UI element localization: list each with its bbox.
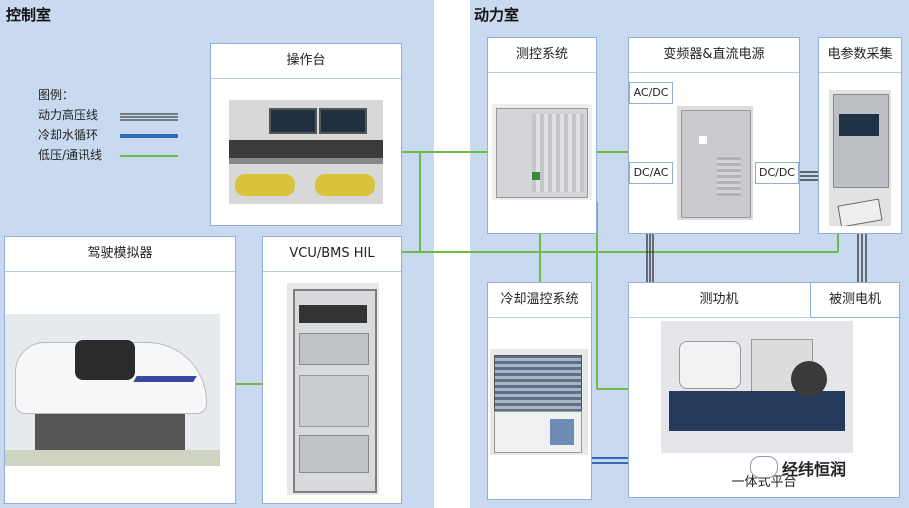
console-photo — [229, 100, 383, 204]
measurement-control-photo — [492, 104, 592, 200]
hil-card: VCU/BMS HIL — [262, 236, 402, 504]
cooling-control-label: 冷却温控系统 — [488, 283, 591, 318]
dynamometer-card: 测功机 一体式平台 — [628, 282, 900, 498]
motor-under-test-label: 被测电机 — [811, 283, 899, 317]
power-room-title: 动力室 — [474, 6, 520, 24]
electrical-param-card: 电参数采集 — [818, 37, 902, 234]
driving-simulator-label: 驾驶模拟器 — [5, 237, 235, 272]
electrical-param-label: 电参数采集 — [819, 38, 901, 73]
driving-simulator-photo — [5, 314, 220, 466]
legend-swatches — [120, 113, 178, 157]
electrical-param-photo — [829, 90, 891, 226]
cooling-control-card: 冷却温控系统 — [487, 282, 592, 500]
platform-label: 一体式平台 — [731, 475, 797, 490]
control-room-title: 控制室 — [6, 6, 52, 24]
hil-photo — [287, 283, 379, 495]
measurement-control-card: 测控系统 — [487, 37, 597, 234]
hil-label: VCU/BMS HIL — [263, 237, 401, 272]
legend-title: 图例： — [38, 88, 75, 102]
acdc-tag: AC/DC — [629, 82, 673, 104]
inverter-dc-supply-label: 变频器&直流电源 — [629, 38, 799, 73]
wechat-icon — [750, 456, 778, 478]
legend-cooling-label: 冷却水循环 — [38, 128, 99, 142]
test-bench-photo — [661, 321, 853, 453]
legend-high-voltage-label: 动力高压线 — [38, 108, 99, 122]
inverter-dc-supply-photo — [677, 106, 753, 220]
measurement-control-label: 测控系统 — [488, 38, 596, 73]
console-card: 操作台 — [210, 43, 402, 226]
legend-low-voltage-label: 低压/通讯线 — [38, 148, 103, 162]
dcdc-tag: DC/DC — [755, 162, 799, 184]
driving-simulator-card: 驾驶模拟器 — [4, 236, 236, 504]
cooling-control-photo — [490, 349, 588, 455]
motor-under-test-card: 被测电机 — [810, 282, 900, 318]
console-label: 操作台 — [211, 44, 401, 79]
inverter-dc-supply-card: 变频器&直流电源 — [628, 37, 800, 234]
dcac-tag: DC/AC — [629, 162, 673, 184]
watermark: 经纬恒润 — [782, 460, 847, 479]
dynamometer-label: 测功机 — [629, 283, 809, 318]
